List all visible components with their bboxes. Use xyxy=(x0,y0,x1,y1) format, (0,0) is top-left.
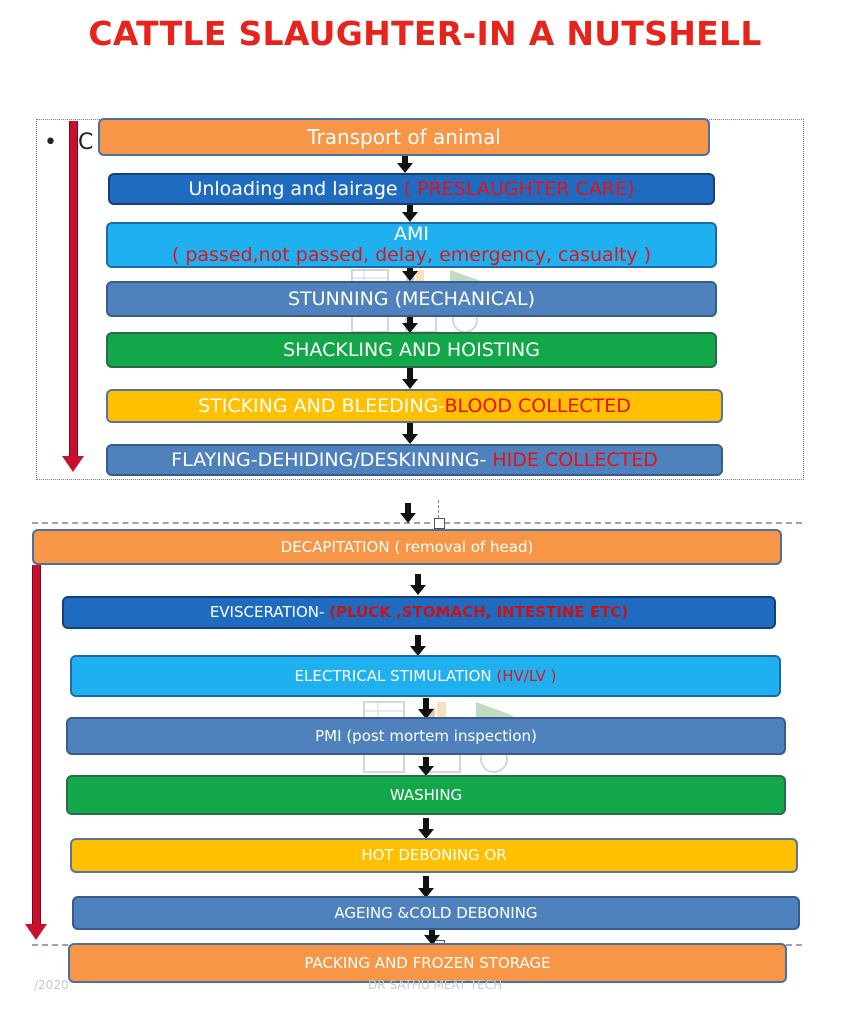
step-note: ( passed,not passed, delay, emergency, c… xyxy=(171,244,652,266)
step-label: STICKING AND BLEEDING- xyxy=(198,394,445,417)
step-label: SHACKLING AND HOISTING xyxy=(283,338,540,361)
step-pmi: PMI (post mortem inspection) xyxy=(66,717,786,755)
step-note: BLOOD COLLECTED xyxy=(444,394,631,417)
step-transport: Transport of animal xyxy=(98,118,710,156)
flow-direction-arrow-upper xyxy=(69,121,78,457)
selection-handle xyxy=(434,518,445,529)
page-title: CATTLE SLAUGHTER-IN A NUTSHELL xyxy=(88,14,762,53)
step-label: Transport of animal xyxy=(307,125,501,149)
step-label: WASHING xyxy=(389,785,463,804)
step-sticking: STICKING AND BLEEDING-BLOOD COLLECTED xyxy=(106,389,723,423)
bullet-symbol: • xyxy=(44,130,57,155)
flow-direction-arrow-lower xyxy=(32,565,41,925)
step-shackling: SHACKLING AND HOISTING xyxy=(106,332,717,368)
step-label: FLAYING-DEHIDING/DESKINNING- xyxy=(171,448,493,471)
step-stunning: STUNNING (MECHANICAL) xyxy=(106,281,717,317)
step-note: (HV/LV ) xyxy=(496,666,557,685)
step-note: HIDE COLLECTED xyxy=(492,448,658,471)
step-label: EVISCERATION- xyxy=(209,603,330,622)
step-label: AGEING &COLD DEBONING xyxy=(334,903,538,922)
step-hot-deboning: HOT DEBONING OR xyxy=(70,838,798,873)
section-divider xyxy=(32,522,802,524)
flow-direction-arrowhead-lower xyxy=(25,924,47,940)
step-label: Unloading and lairage xyxy=(188,177,404,200)
flow-direction-arrowhead-upper xyxy=(62,456,84,472)
bullet-letter: C xyxy=(78,130,94,155)
step-unloading: Unloading and lairage ( PRESLAUGHTER CAR… xyxy=(108,173,715,205)
step-decapitation: DECAPITATION ( removal of head) xyxy=(32,529,782,565)
step-flaying: FLAYING-DEHIDING/DESKINNING- HIDE COLLEC… xyxy=(106,444,723,476)
step-label: HOT DEBONING OR xyxy=(361,846,507,865)
step-label: STUNNING (MECHANICAL) xyxy=(287,287,536,310)
step-evisceration: EVISCERATION- (PLUCK ,STOMACH, INTESTINE… xyxy=(62,596,776,629)
step-label: AMI xyxy=(394,223,429,246)
step-ageing: AGEING &COLD DEBONING xyxy=(72,896,800,930)
footer-author: DR SATHU MEAT TECH xyxy=(368,978,503,992)
step-label: ELECTRICAL STIMULATION xyxy=(294,666,497,685)
step-label: DECAPITATION ( removal of head) xyxy=(280,537,534,556)
footer-date: /2020 xyxy=(34,978,69,992)
step-electrical: ELECTRICAL STIMULATION (HV/LV ) xyxy=(70,655,781,697)
step-label: PACKING AND FROZEN STORAGE xyxy=(304,953,551,972)
step-label: PMI (post mortem inspection) xyxy=(315,726,537,745)
section-divider-vertical xyxy=(438,500,439,518)
step-washing: WASHING xyxy=(66,775,786,815)
step-packing: PACKING AND FROZEN STORAGE xyxy=(68,943,787,983)
step-note: (PLUCK ,STOMACH, INTESTINE ETC) xyxy=(329,603,629,622)
step-ami: AMI ( passed,not passed, delay, emergenc… xyxy=(106,222,717,268)
step-note: ( PRESLAUGHTER CARE) xyxy=(403,177,635,200)
